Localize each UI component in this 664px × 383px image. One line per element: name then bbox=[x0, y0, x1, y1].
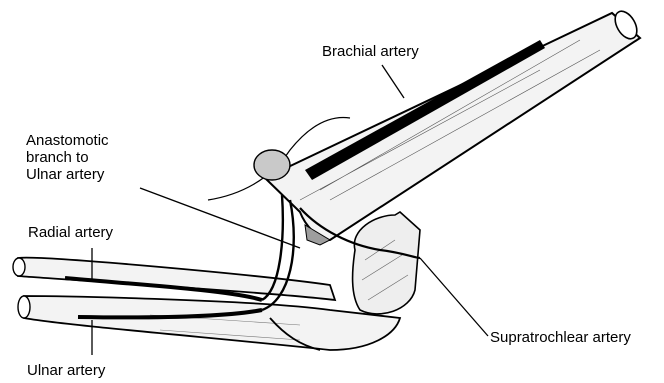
leader-brachial bbox=[382, 65, 404, 98]
ulna-bone bbox=[24, 296, 400, 350]
label-ulnar-artery: Ulnar artery bbox=[27, 362, 105, 379]
label-anastomotic-line3: Ulnar artery bbox=[26, 166, 109, 183]
olecranon bbox=[353, 212, 420, 314]
label-anastomotic-line1: Anastomotic bbox=[26, 132, 109, 149]
ulna-distal-end bbox=[18, 296, 30, 318]
lateral-condyle bbox=[254, 150, 290, 180]
label-supratrochlear-artery: Supratrochlear artery bbox=[490, 329, 631, 346]
leader-anastomotic bbox=[140, 188, 300, 248]
label-anastomotic-branch: Anastomotic branch to Ulnar artery bbox=[26, 132, 109, 183]
radius-distal-end bbox=[13, 258, 25, 276]
label-brachial-artery: Brachial artery bbox=[322, 43, 419, 60]
leader-supratrochlear bbox=[420, 258, 488, 336]
label-radial-artery: Radial artery bbox=[28, 224, 113, 241]
label-anastomotic-line2: branch to bbox=[26, 149, 109, 166]
